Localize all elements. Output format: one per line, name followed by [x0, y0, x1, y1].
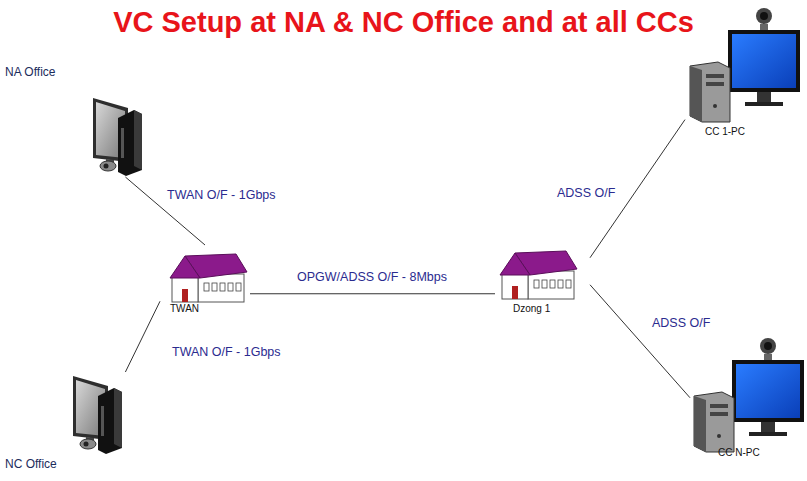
node-label: Dzong 1	[513, 303, 550, 315]
link-line	[125, 301, 160, 372]
node-label: TWAN	[170, 303, 199, 315]
node-label: NC Office	[5, 458, 57, 472]
pc-icon	[690, 8, 800, 122]
vc-equipment	[93, 98, 142, 176]
pc-node: CC 1-PC	[685, 2, 803, 142]
node-label: CC 1-PC	[705, 126, 745, 138]
link-label: TWAN O/F - 1Gbps	[170, 345, 283, 359]
link-label: OPGW/ADSS O/F - 8Mbps	[295, 270, 449, 284]
office-node: NC Office	[5, 372, 145, 475]
node-label: CC N-PC	[718, 447, 760, 459]
link-label: TWAN O/F - 1Gbps	[165, 188, 278, 202]
fiber-link	[250, 293, 495, 294]
building-icon	[500, 251, 577, 299]
link-line	[590, 285, 690, 398]
site-node: TWAN	[160, 245, 250, 320]
diagram-title: VC Setup at NA & NC Office and at all CC…	[0, 6, 807, 39]
link-label: ADSS O/F	[555, 186, 617, 200]
vc-equipment	[73, 376, 122, 454]
site-node: Dzong 1	[495, 245, 590, 320]
pc-icon	[694, 338, 804, 452]
link-line	[250, 293, 495, 294]
building-icon	[170, 254, 247, 302]
fiber-link	[125, 301, 160, 372]
node-label: NA Office	[5, 66, 55, 80]
fiber-link	[590, 285, 690, 398]
link-label: ADSS O/F	[650, 316, 712, 330]
pc-node: CC N-PC	[690, 335, 806, 461]
office-node: NA Office	[5, 62, 145, 177]
